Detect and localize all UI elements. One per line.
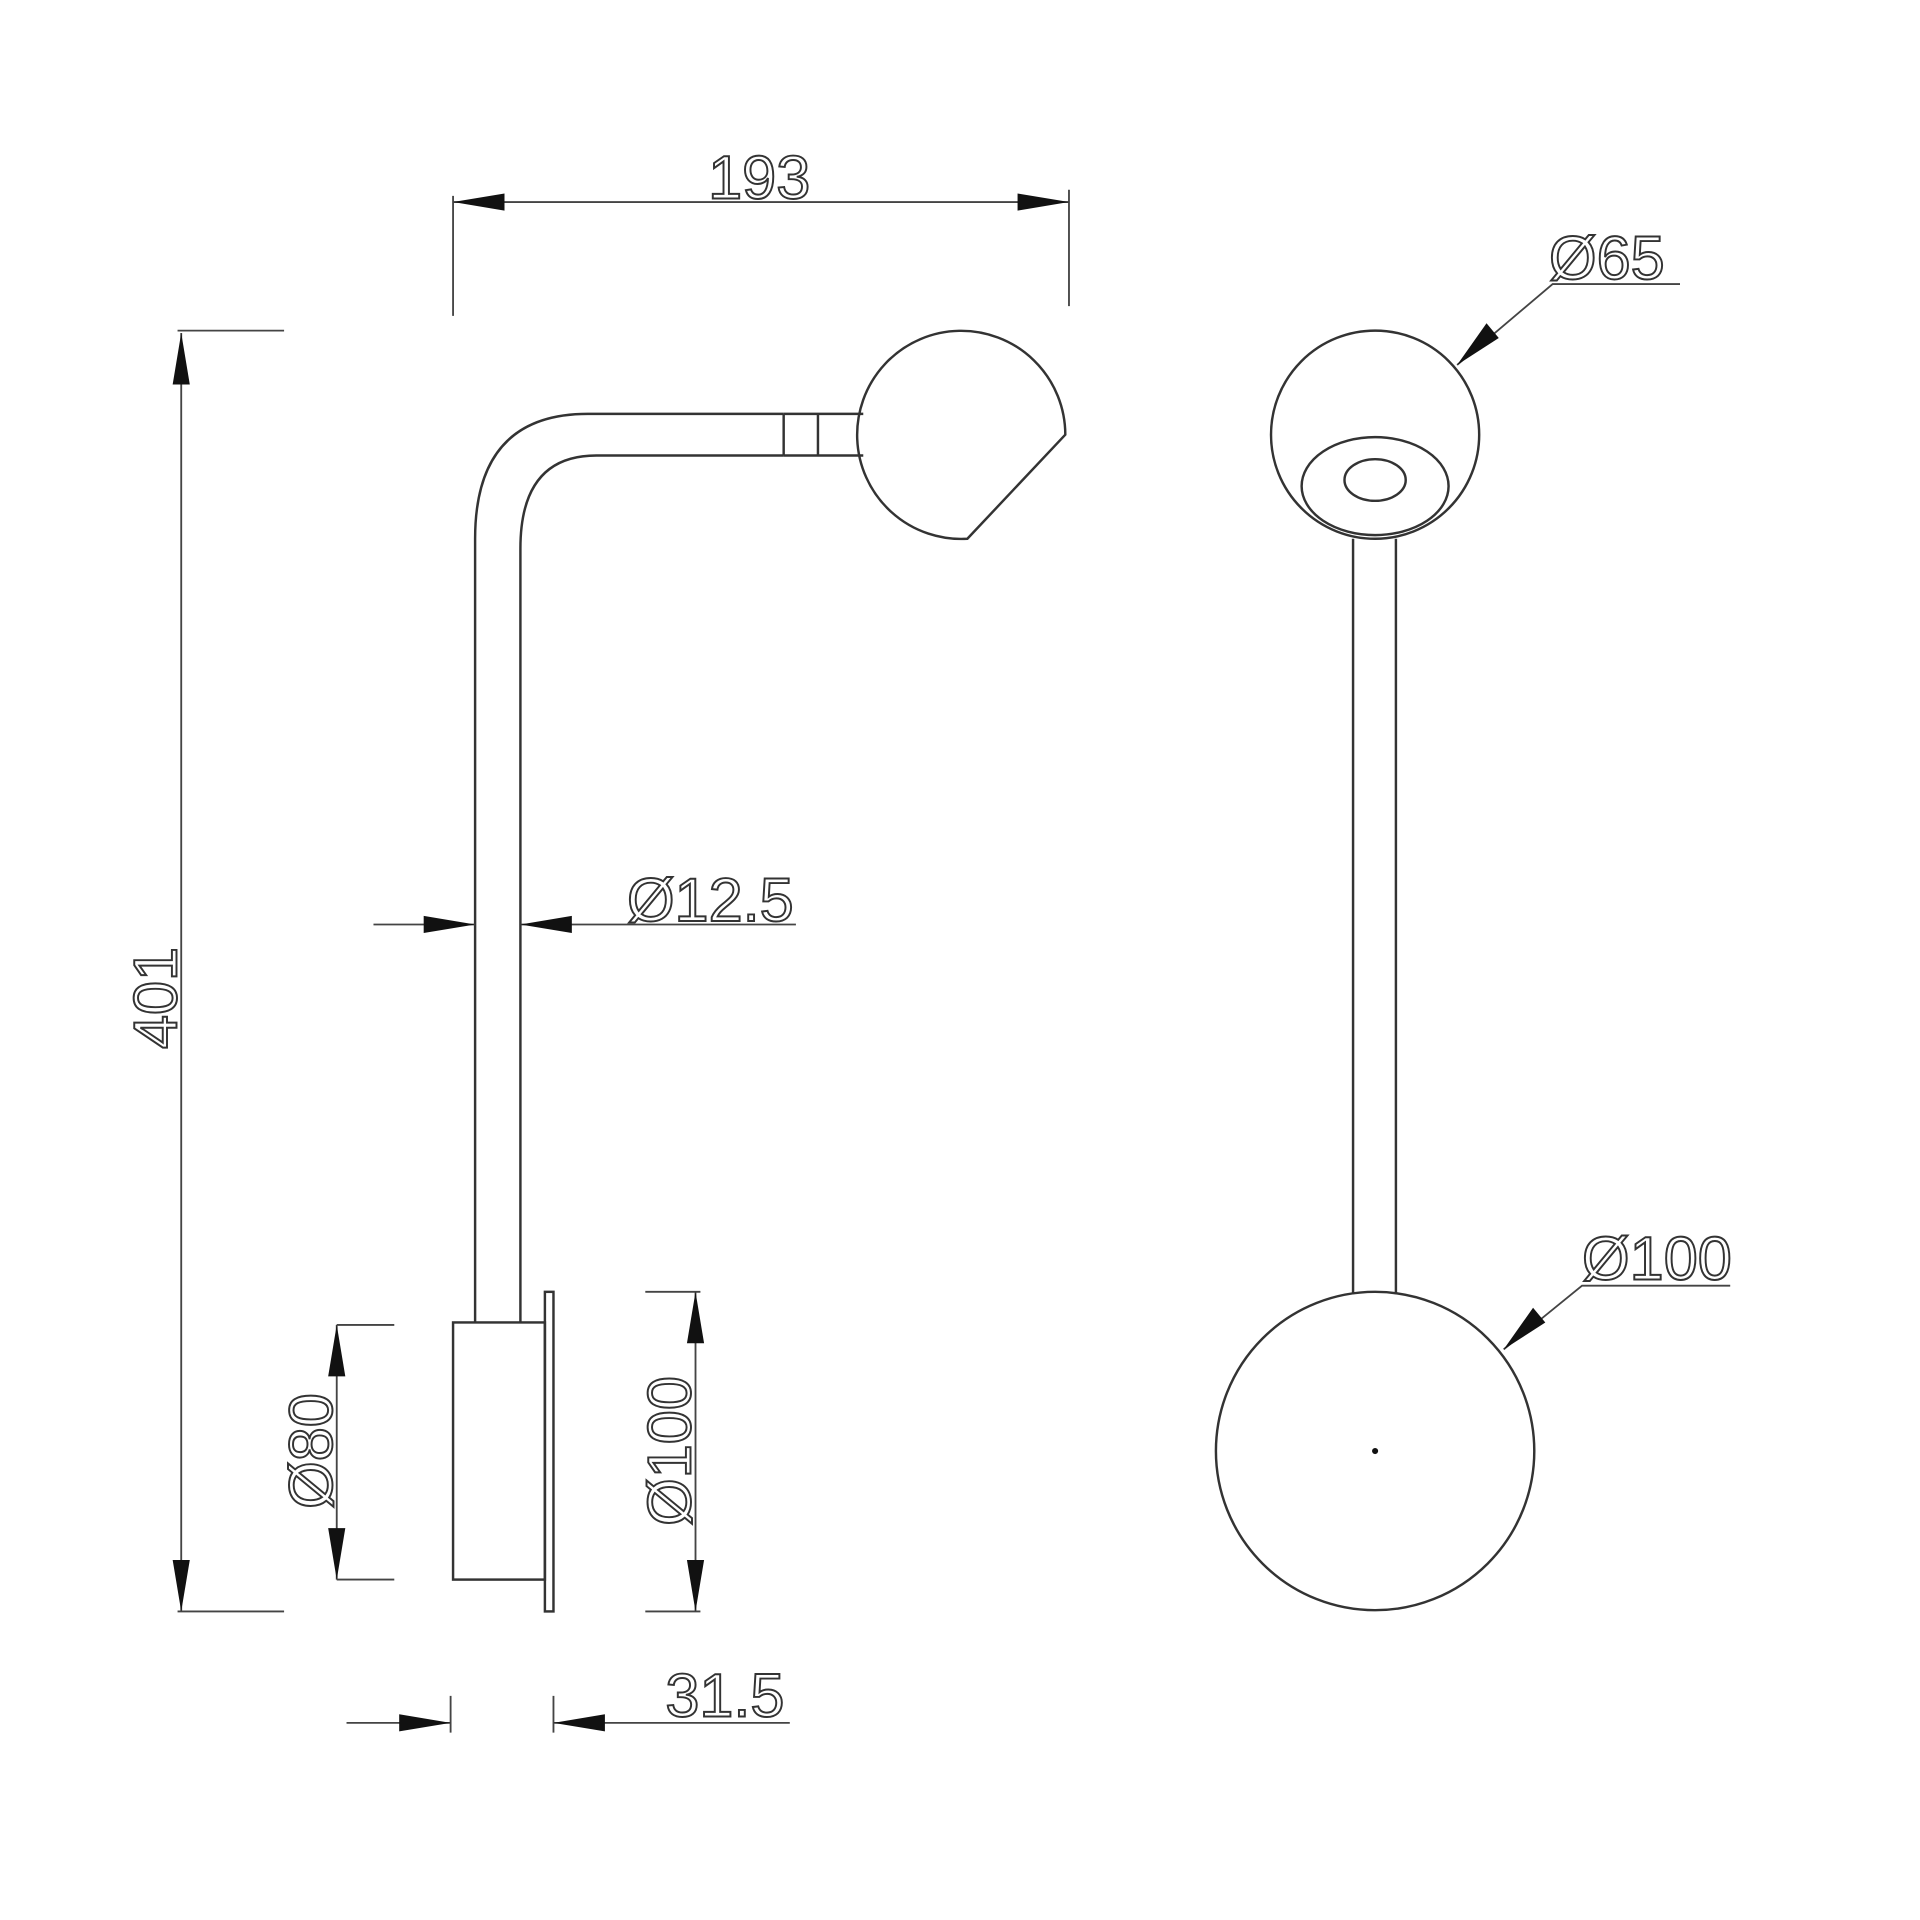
head-lens-outer — [1300, 435, 1450, 537]
arm-outer — [473, 412, 784, 1323]
dim-plate-front: Ø100 — [1503, 1224, 1733, 1351]
dim-height: 401 — [120, 329, 285, 1613]
head-lens-inner — [1343, 457, 1407, 503]
dim-plate-side: Ø100 — [635, 1290, 705, 1613]
dim-arm-label: Ø12.5 — [627, 866, 794, 934]
wall-plate-front — [1214, 1290, 1536, 1612]
side-view — [451, 329, 1067, 1613]
arm-inner — [519, 454, 784, 1323]
dim-base-inner-label: Ø80 — [277, 1393, 345, 1509]
dim-height-label: 401 — [121, 947, 189, 1049]
dim-head: Ø65 — [1456, 223, 1680, 366]
front-view — [1214, 329, 1536, 1612]
dim-depth-label: 31.5 — [665, 1662, 784, 1730]
dim-plate-front-label: Ø100 — [1582, 1225, 1732, 1293]
head-connector — [782, 412, 864, 457]
stem — [1351, 538, 1398, 1295]
lamp-head-side — [855, 329, 1067, 541]
dim-base-inner: Ø80 — [276, 1323, 395, 1581]
dim-head-label: Ø65 — [1549, 224, 1665, 292]
dim-width: 193 — [452, 142, 1070, 316]
dim-arm: Ø12.5 — [373, 865, 796, 935]
lamp-head-front — [1269, 329, 1481, 540]
center-dot — [1372, 1447, 1379, 1455]
base-body — [451, 1321, 547, 1581]
dim-plate-side-label: Ø100 — [636, 1376, 704, 1526]
dim-depth: 31.5 — [346, 1661, 790, 1733]
dim-width-label: 193 — [708, 143, 810, 211]
wall-plate — [543, 1290, 555, 1613]
